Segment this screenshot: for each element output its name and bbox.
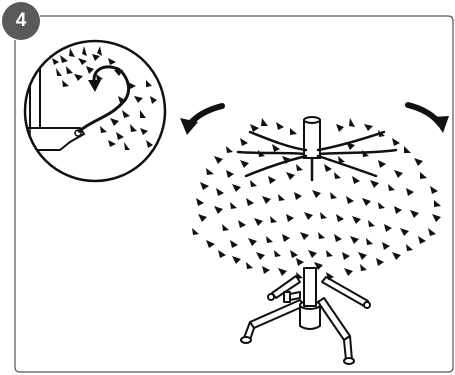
curved-arrow-left-icon xyxy=(180,106,222,135)
magnified-detail-circle xyxy=(20,38,170,188)
curved-arrow-right-icon xyxy=(408,105,449,133)
christmas-tree-on-stand xyxy=(192,117,441,280)
tree-stand xyxy=(241,268,370,364)
